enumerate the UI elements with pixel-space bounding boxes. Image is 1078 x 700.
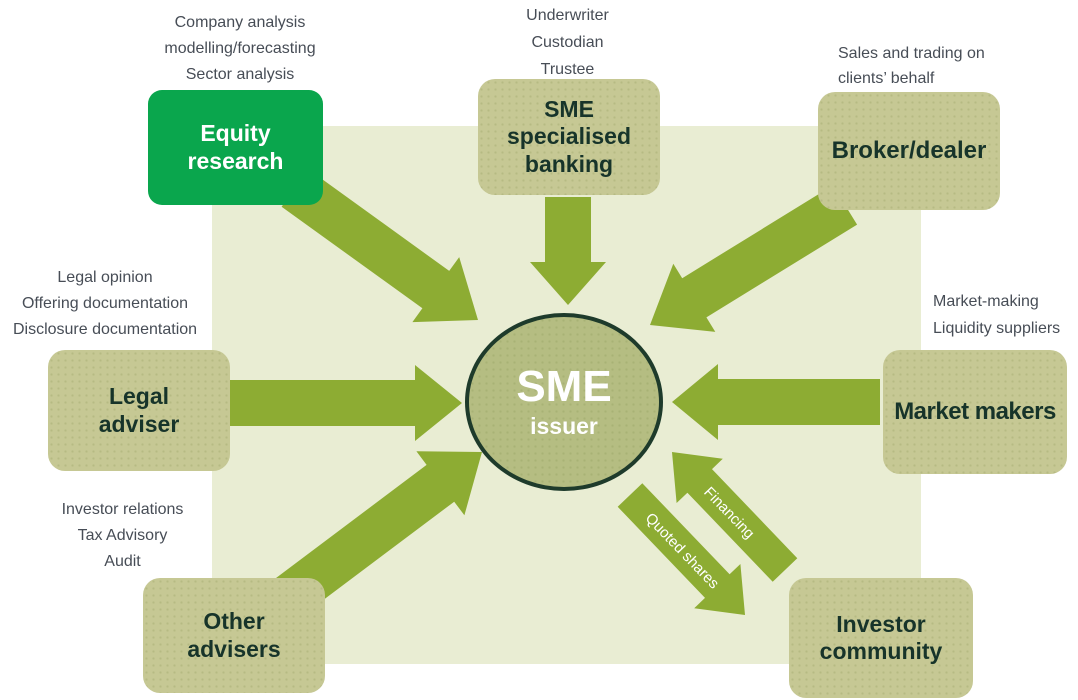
node-equity-research: Equity research [148, 90, 323, 205]
annotation-line: Offering documentation [21, 295, 189, 312]
sme-issuer-title: SME [516, 361, 612, 411]
annotation-line: Sector analysis [185, 66, 295, 83]
node-market-makers: Market makers [883, 350, 1067, 474]
annotation-legal: Legal opinion Offering documentation Dis… [0, 265, 210, 343]
annotation-line: Investor relations [61, 501, 184, 518]
annotation-other: Investor relations Tax Advisory Audit [35, 497, 210, 575]
annotation-line: Liquidity suppliers [933, 320, 1061, 337]
annotation-banking: Underwriter Custodian Trustee [465, 2, 670, 83]
arrow-broker-to-sme [650, 185, 858, 332]
annotation-line: Custodian [531, 34, 604, 51]
annotation-line: Underwriter [526, 7, 609, 24]
sme-issuer-subtitle: issuer [530, 412, 598, 439]
arrow-financing-to-sme [672, 452, 798, 582]
annotation-market: Market-making Liquidity suppliers [933, 288, 1078, 342]
annotation-broker: Sales and trading on clients’ behalf [838, 41, 1048, 91]
arrow-market-to-sme [672, 364, 880, 440]
annotation-line: clients’ behalf [838, 70, 935, 87]
node-other-advisers: Other advisers [143, 578, 325, 693]
node-sme-issuer: SME issuer [465, 313, 663, 491]
arrow-legal-to-sme [230, 365, 462, 441]
annotation-line: modelling/forecasting [164, 40, 316, 57]
annotation-line: Disclosure documentation [12, 321, 198, 338]
arrow-quoted-shares-to-investor [617, 483, 745, 615]
node-broker-dealer: Broker/dealer [818, 92, 1000, 210]
annotation-line: Legal opinion [57, 269, 153, 286]
node-sme-specialised-banking: SME specialised banking [478, 79, 660, 195]
annotation-line: Sales and trading on [838, 45, 985, 62]
annotation-line: Tax Advisory [77, 527, 168, 544]
node-legal-adviser: Legal adviser [48, 350, 230, 471]
annotation-line: Trustee [540, 61, 595, 78]
arrow-banking-to-sme [530, 197, 606, 305]
annotation-equity: Company analysis modelling/forecasting S… [130, 10, 350, 88]
annotation-line: Audit [104, 553, 141, 570]
node-investor-community: Investor community [789, 578, 973, 698]
arrow-other-to-sme [271, 451, 482, 619]
arrow-equity-to-sme [281, 169, 478, 323]
annotation-line: Company analysis [174, 14, 306, 31]
annotation-line: Market-making [933, 293, 1039, 310]
